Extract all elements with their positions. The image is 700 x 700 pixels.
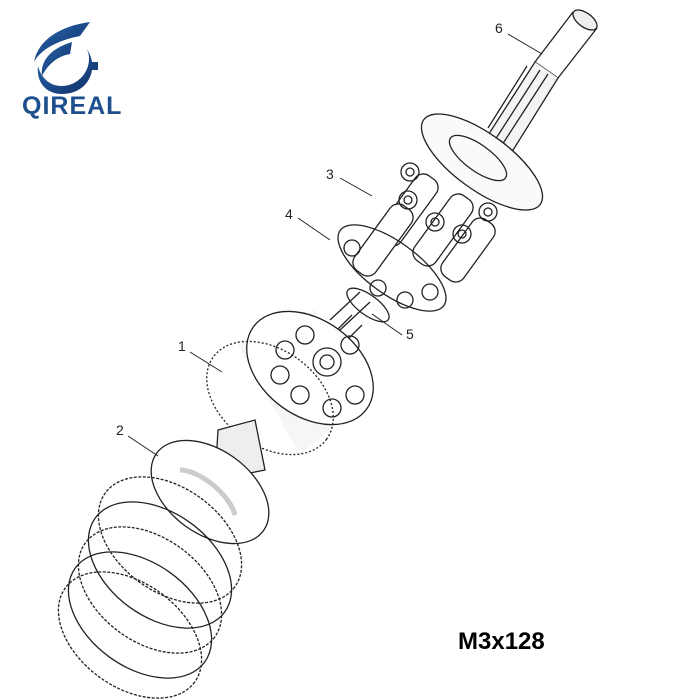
callout-3: 3	[326, 166, 334, 182]
callout-2: 2	[116, 422, 124, 438]
assembly-lines	[57, 9, 598, 699]
friction-plates	[57, 476, 243, 699]
leader-lines	[127, 33, 543, 457]
callout-5: 5	[406, 326, 414, 342]
piston-set	[352, 162, 498, 283]
cylinder-block	[206, 310, 374, 456]
center-spring	[321, 287, 390, 356]
logo-icon	[34, 22, 98, 94]
callout-4: 4	[285, 206, 293, 222]
callout-1: 1	[178, 338, 186, 354]
logo-text: QIREAL	[22, 92, 123, 120]
valve-plate	[150, 439, 270, 545]
callout-6: 6	[495, 20, 503, 36]
swash-plate	[420, 113, 544, 211]
retainer-plate	[337, 224, 447, 312]
model-label: M3x128	[458, 628, 545, 655]
